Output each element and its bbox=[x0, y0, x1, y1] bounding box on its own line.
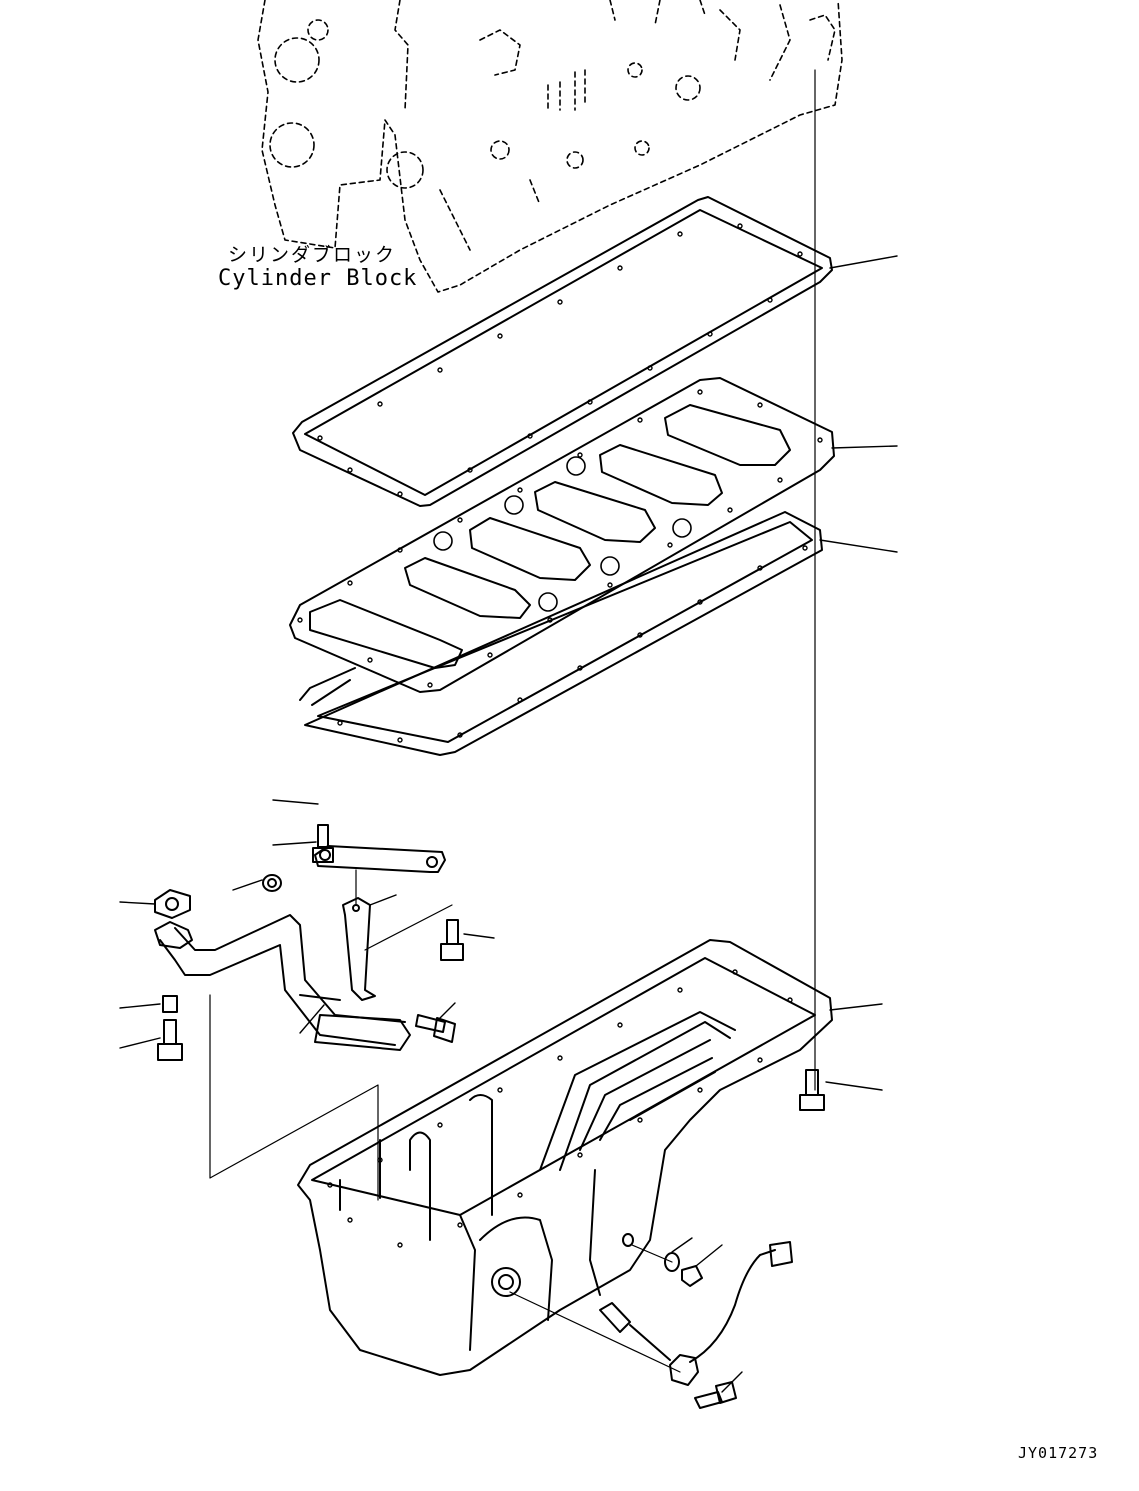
leader-bolt-left bbox=[120, 1038, 160, 1048]
leader-bolt-pan-right bbox=[826, 1082, 882, 1090]
leader-pipe-o-ring bbox=[233, 880, 262, 890]
bolt-center bbox=[441, 920, 463, 960]
bolt-bracket bbox=[416, 1015, 455, 1042]
leader-spacer bbox=[120, 1004, 160, 1008]
lower-gasket bbox=[300, 512, 822, 755]
leader-stiffener-plate bbox=[832, 446, 897, 448]
leader-lower-gasket bbox=[820, 540, 897, 552]
drain-plug-gasket bbox=[665, 1253, 679, 1271]
leader-drain-plug-gasket bbox=[672, 1238, 692, 1252]
spacer bbox=[163, 996, 177, 1012]
cylinder-block-label-jp: シリンダブロック bbox=[228, 244, 397, 266]
bracket bbox=[343, 898, 375, 1000]
oil-pan bbox=[298, 940, 832, 1375]
leader-upper-gasket bbox=[830, 256, 897, 268]
drain-plug bbox=[682, 1266, 702, 1286]
suction-pipe bbox=[155, 915, 410, 1050]
leader-oil-pan bbox=[830, 1004, 882, 1010]
stiffener-plate bbox=[290, 378, 834, 692]
leader-pipe-flange-gasket bbox=[120, 902, 155, 904]
drain-guide-line bbox=[632, 1245, 672, 1262]
cylinder-block-label-en: Cylinder Block bbox=[218, 266, 418, 291]
support-bar bbox=[315, 846, 445, 872]
bolt-sensor bbox=[695, 1382, 736, 1408]
sensor-guide-line bbox=[510, 1292, 680, 1372]
bolt-left bbox=[158, 1020, 182, 1060]
oil-level-sensor bbox=[600, 1242, 792, 1385]
leader-suction-pipe bbox=[300, 1005, 324, 1033]
bolt-pan-right bbox=[800, 1070, 824, 1110]
cylinder-block bbox=[258, 0, 842, 292]
pipe-guide-line bbox=[210, 995, 378, 1200]
leader-bolt-sensor bbox=[722, 1372, 742, 1392]
bracket-guide-line bbox=[356, 870, 452, 950]
leader-drain-plug bbox=[696, 1245, 722, 1266]
leader-bolt-center bbox=[464, 934, 494, 938]
leader-bolt-upper-left bbox=[273, 842, 316, 845]
pipe-o-ring bbox=[263, 875, 281, 891]
drawing-code: JY017273 bbox=[1018, 1444, 1099, 1462]
bolt-upper-left bbox=[313, 825, 333, 862]
leader-bolt-bracket bbox=[440, 1003, 455, 1018]
upper-gasket bbox=[293, 197, 832, 506]
leader-bracket bbox=[370, 895, 396, 905]
leader-support-bar bbox=[273, 800, 318, 804]
pipe-flange-gasket bbox=[155, 890, 190, 918]
